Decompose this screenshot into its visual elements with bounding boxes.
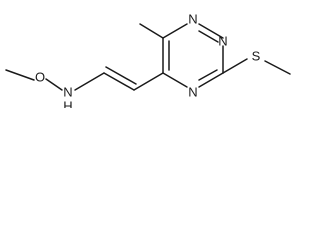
bond-o-n: [45, 78, 63, 91]
molecule-diagram: O N H N N N S: [5, 12, 291, 109]
bond-c3-n4: [198, 72, 224, 88]
atom-ring-n4: N: [188, 85, 197, 100]
bond-c3-s: [222, 58, 248, 74]
bond-c6-methyl: [139, 23, 164, 39]
bond-vinyl-double-b: [105, 66, 137, 85]
atom-ring-n1: N: [188, 12, 197, 27]
bond-n4-c5: [162, 72, 188, 88]
bond-n1-n2: [198, 23, 224, 39]
atom-hydrogen-nh: H: [63, 99, 72, 109]
bond-s-ch3: [264, 60, 291, 75]
bond-n-vinyl: [74, 72, 105, 91]
bond-vinyl-c5: [133, 72, 164, 91]
atom-sulfur: S: [252, 49, 261, 64]
bond-ch3-o: [5, 69, 35, 81]
atom-ring-n2: N: [218, 34, 227, 49]
atom-nitrogen-nh: N: [63, 85, 72, 100]
bond-c3-n4-inner: [198, 69, 218, 81]
bond-c6-n1: [162, 23, 188, 39]
bond-n1-n2-inner: [198, 30, 219, 43]
atom-labels-group: O N H N N N S: [35, 12, 261, 109]
chemical-structure-canvas: O N H N N N S: [0, 0, 320, 108]
atom-oxygen: O: [35, 70, 45, 85]
bonds-group: [5, 23, 291, 91]
bond-vinyl-double-a: [103, 72, 135, 91]
